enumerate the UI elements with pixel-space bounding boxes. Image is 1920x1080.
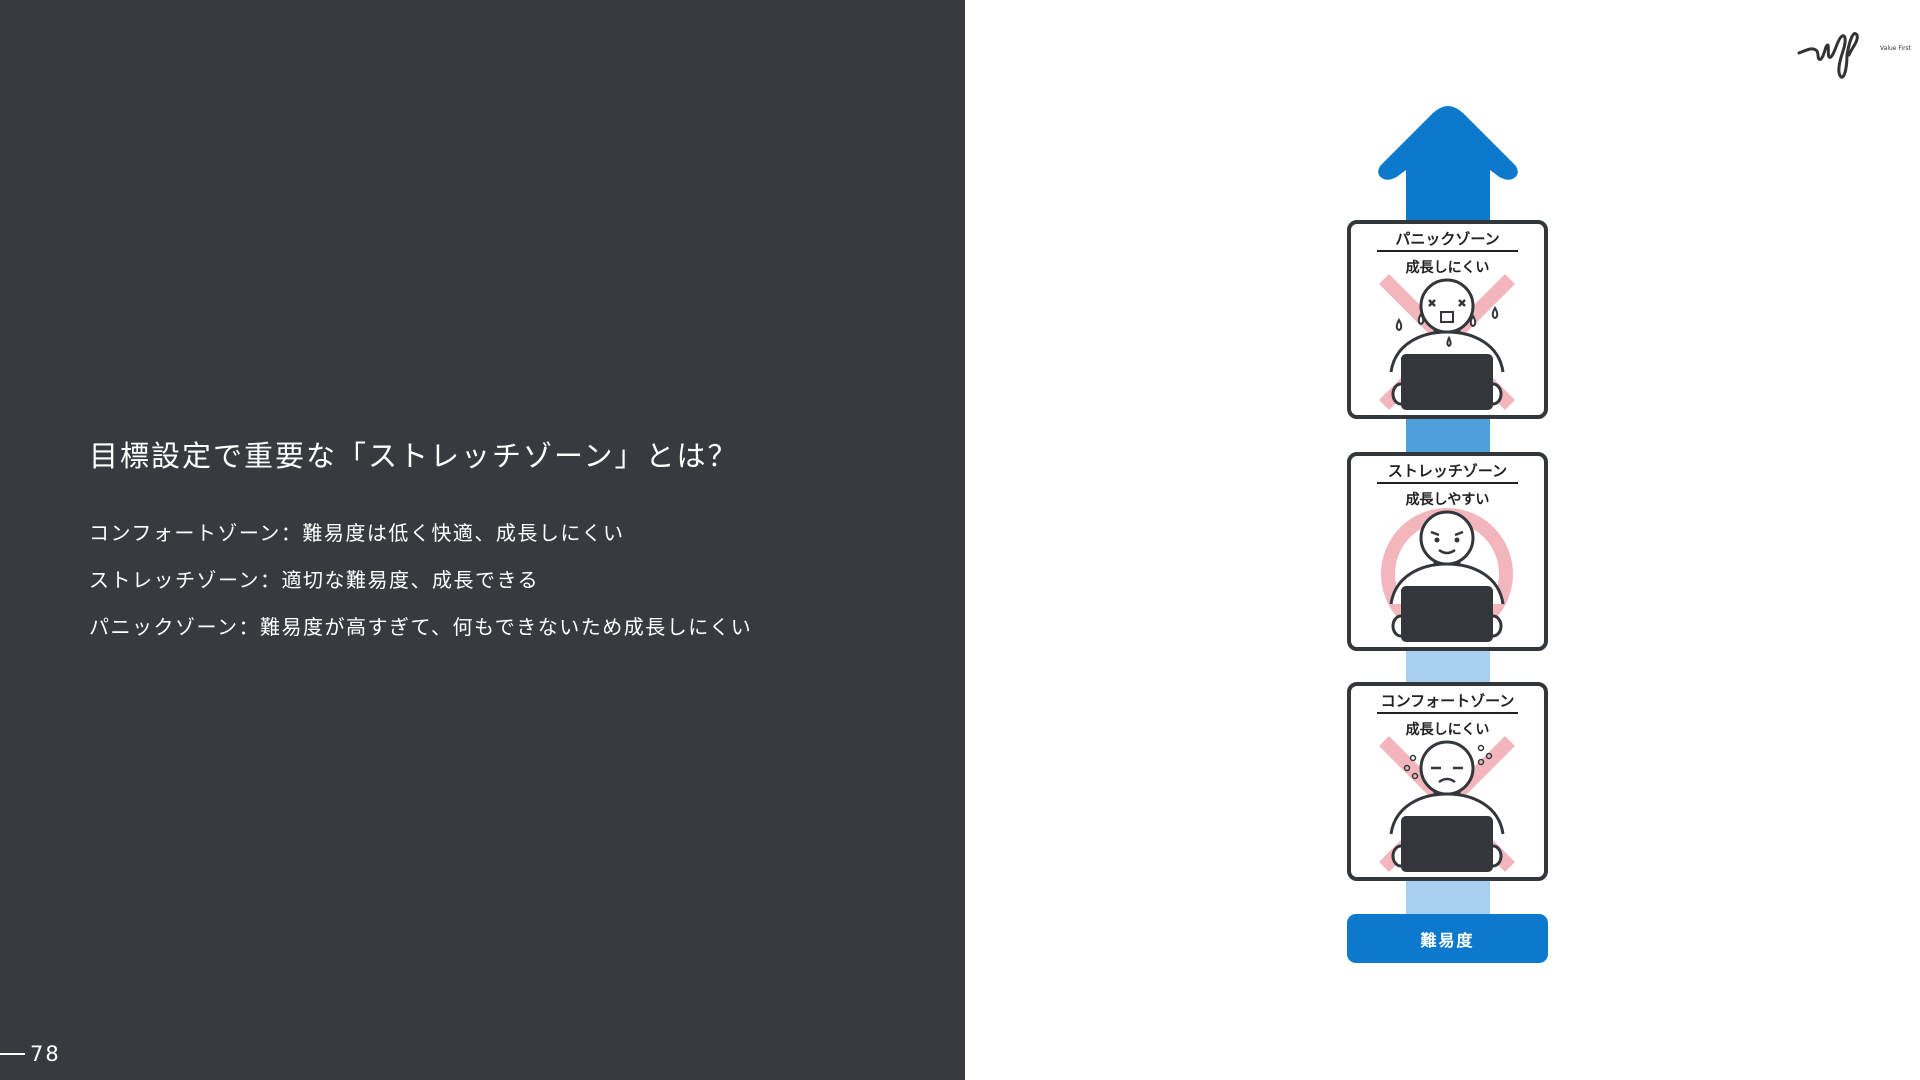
comfort-illustration-icon <box>1379 736 1515 872</box>
slide-title: 目標設定で重要な「ストレッチゾーン」とは？ <box>89 439 739 473</box>
zone-subtitle-panic: 成長しにくい <box>1405 260 1490 276</box>
page-number-rule <box>0 1053 25 1055</box>
panic-illustration-icon <box>1379 274 1515 410</box>
left-panel: 目標設定で重要な「ストレッチゾーン」とは？ コンフォートゾーン：難易度は低く快適… <box>0 0 965 1080</box>
stretch-illustration-icon <box>1381 508 1513 642</box>
page-number: 78 <box>0 1042 61 1066</box>
zone-rule <box>1377 482 1518 484</box>
description-panic: パニックゾーン：難易度が高すぎて、何もできないため成長しにくい <box>89 615 753 639</box>
zone-title-panic: パニックゾーン <box>1395 230 1500 248</box>
zone-subtitle-comfort: 成長しにくい <box>1405 722 1490 738</box>
zone-card-comfort: コンフォートゾーン 成長しにくい <box>1347 682 1548 881</box>
description-list: コンフォートゾーン：難易度は低く快適、成長しにくい ストレッチゾーン：適切な難易… <box>89 518 752 659</box>
difficulty-axis-text: 難易度 <box>1420 930 1475 950</box>
page-number-text: 78 <box>30 1042 61 1066</box>
zone-title-stretch: ストレッチゾーン <box>1387 462 1508 480</box>
zone-title-comfort: コンフォートゾーン <box>1380 692 1515 710</box>
zone-card-stretch: ストレッチゾーン 成長しやすい <box>1347 452 1548 651</box>
growth-zone-diagram: パニックゾーン 成長しにくい ストレッチゾーン 成長しやすい <box>1320 90 1580 990</box>
value-first-logo-icon <box>1797 32 1859 79</box>
description-stretch: ストレッチゾーン：適切な難易度、成長できる <box>89 568 540 592</box>
zone-rule <box>1377 250 1518 252</box>
zone-card-panic: パニックゾーン 成長しにくい <box>1347 220 1548 419</box>
logo-text: Value First <box>1880 45 1912 52</box>
arrow-head-icon <box>1378 106 1518 180</box>
difficulty-axis-label: 難易度 <box>1347 914 1548 963</box>
zone-rule <box>1377 712 1518 714</box>
description-comfort: コンフォートゾーン：難易度は低く快適、成長しにくい <box>89 521 625 545</box>
zone-subtitle-stretch: 成長しやすい <box>1405 492 1490 508</box>
